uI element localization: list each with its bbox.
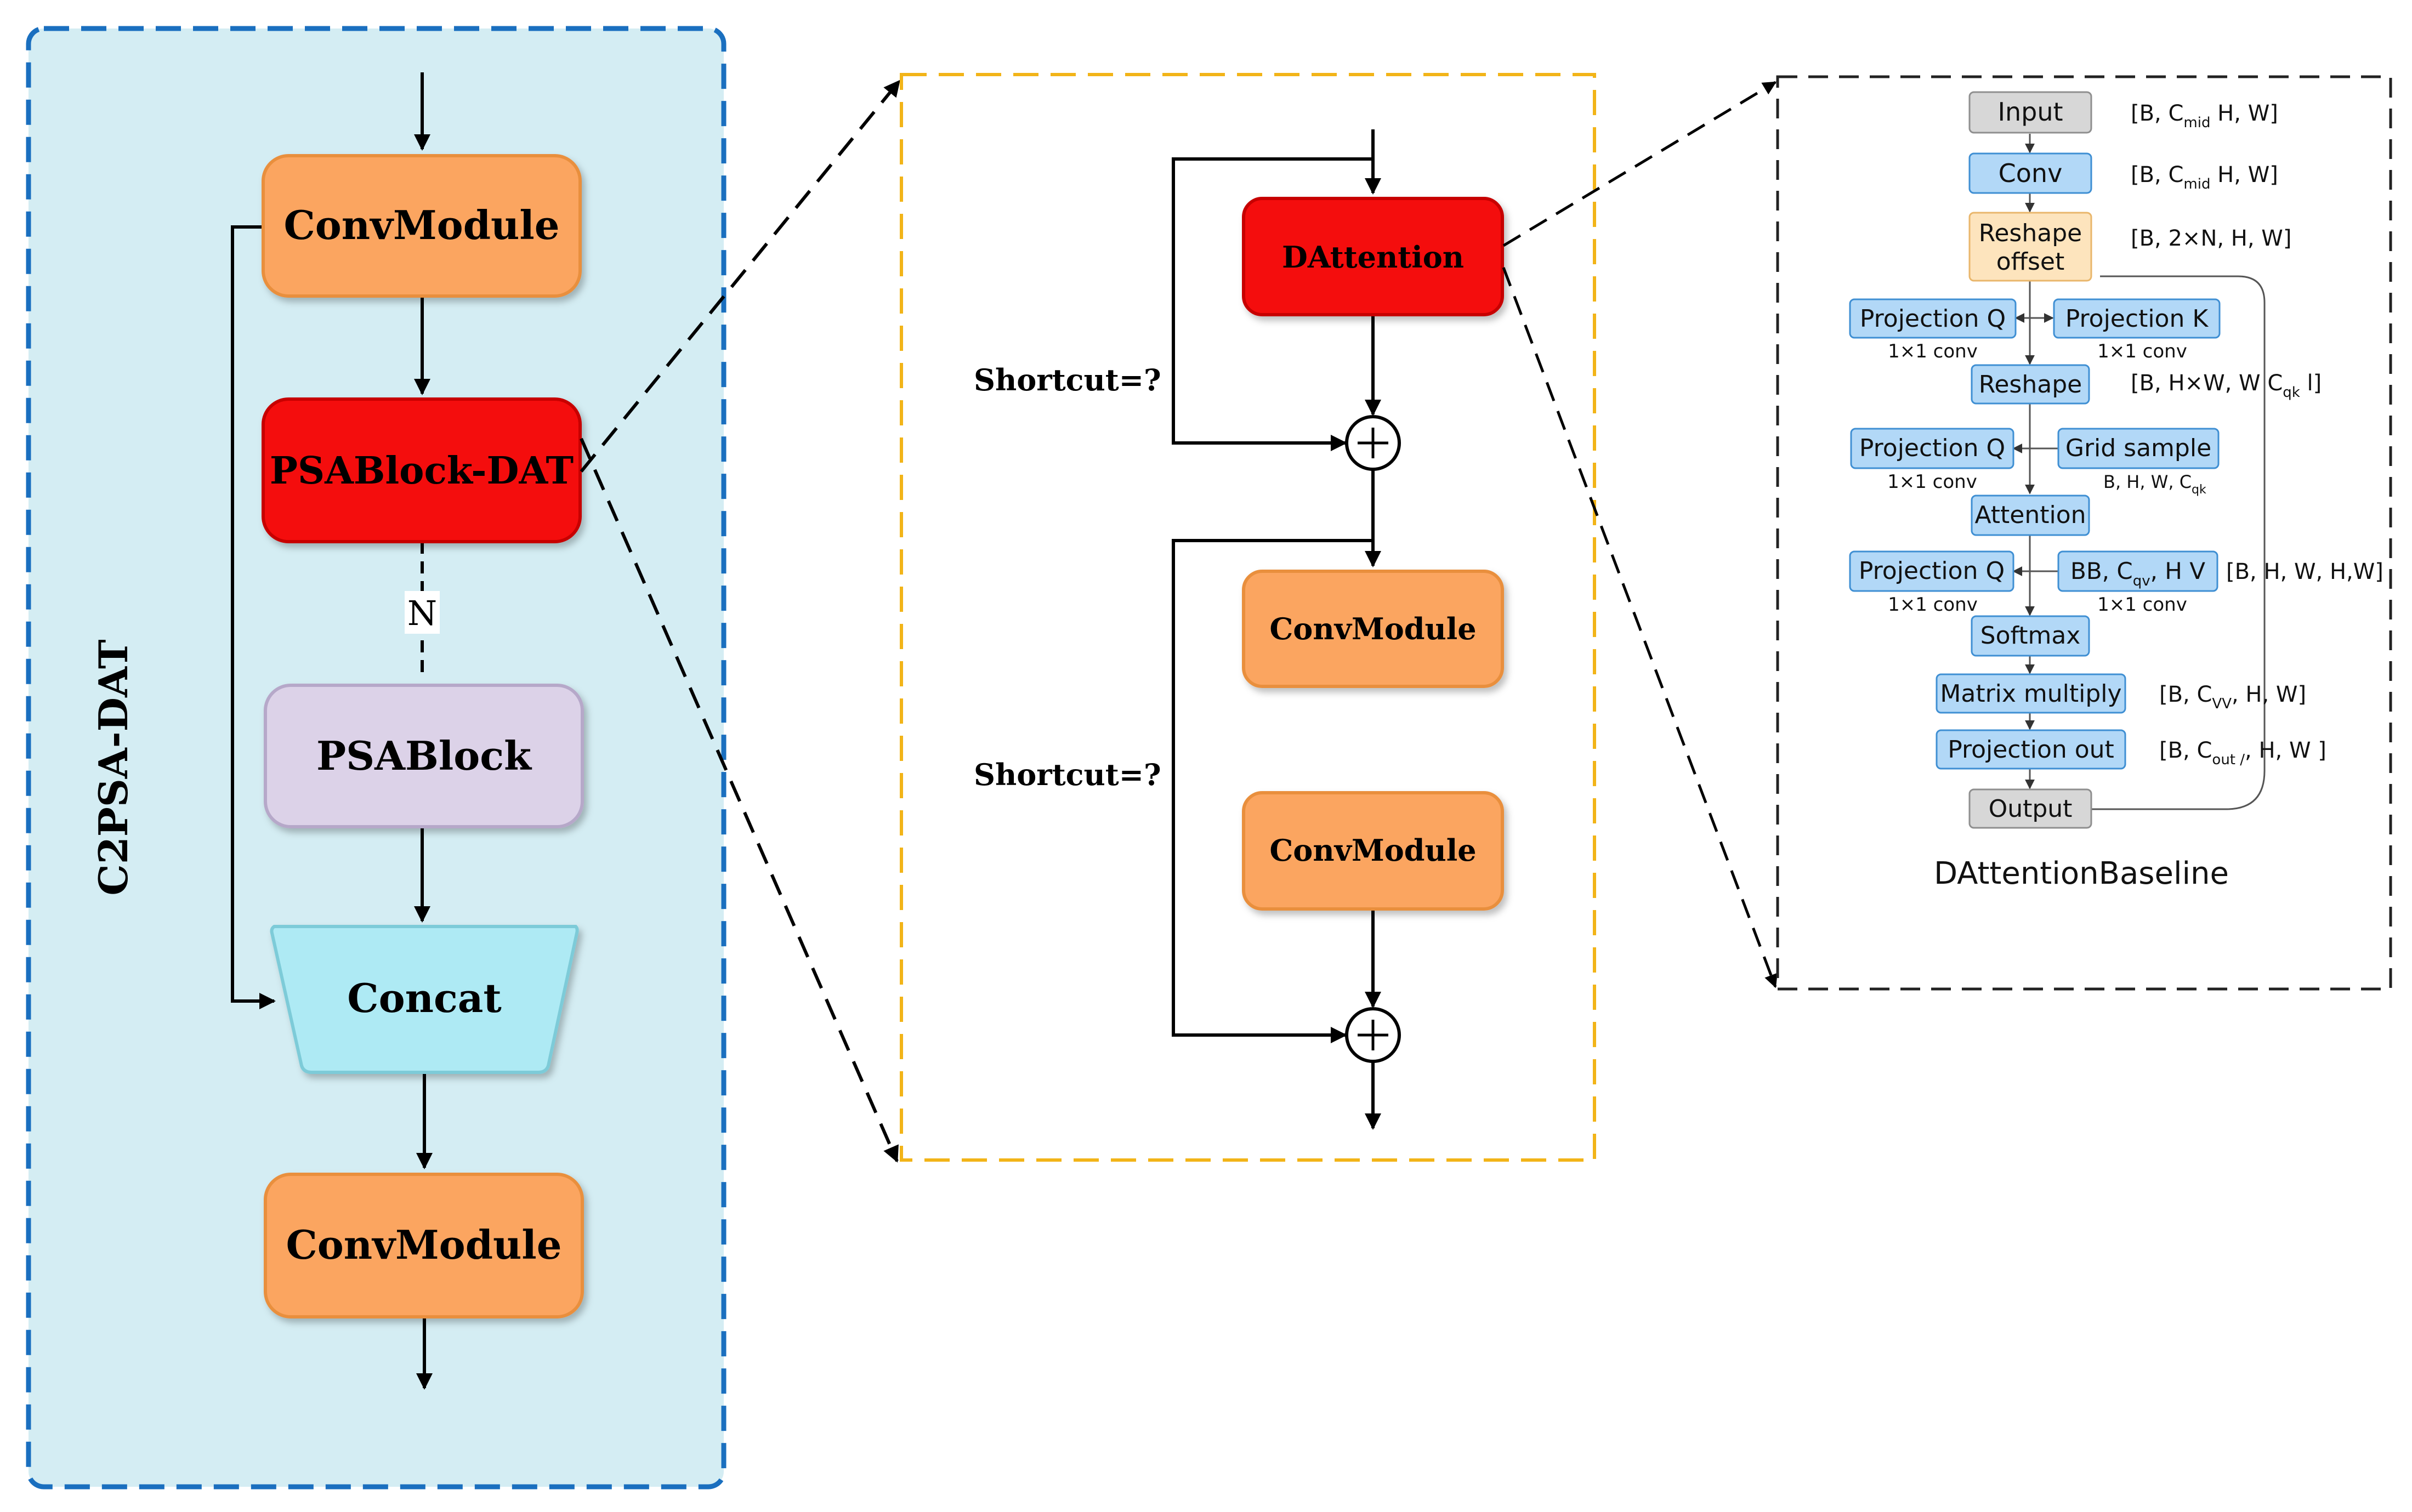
dattention-box	[1242, 197, 1504, 316]
dim-bb: [B, H, W, H,W]	[2226, 559, 2383, 584]
right-caption: DAttentionBaseline	[1934, 856, 2229, 891]
node-input-label: Input	[1997, 97, 2063, 127]
dattention-label: DAttention	[1282, 240, 1464, 275]
shortcut-label-2: Shortcut=?	[974, 757, 1161, 792]
mid-conv-module-2	[1242, 791, 1504, 911]
node-projection-out	[1936, 729, 2126, 770]
dim-input: [B, Cmid H, W]	[2131, 101, 2278, 131]
left-panel: C2PSA-DAT ConvModule PSABlock-DAT N PSAB…	[26, 26, 727, 1490]
node-conv-label: Conv	[1999, 158, 2063, 188]
node-matrix-multiply	[1936, 673, 2126, 714]
node-projection-q-2	[1850, 428, 2014, 469]
dim-conv: [B, Cmid H, W]	[2131, 162, 2278, 192]
node-projection-k-label: Projection K	[2065, 305, 2209, 333]
zoom-line-top	[580, 79, 901, 473]
dim-offset: [B, 2×N, H, W]	[2131, 226, 2291, 251]
conv-module-bottom	[264, 1173, 584, 1318]
psablock-box	[264, 684, 584, 828]
psablock-label: PSABlock	[316, 732, 532, 779]
node-grid-sample	[2057, 428, 2220, 469]
conv-module-top	[262, 154, 582, 298]
dim-projection-out: [B, Cout /, H, W ]	[2159, 738, 2326, 768]
right-panel-frame	[1776, 75, 2392, 991]
node-projection-out-label: Projection out	[1948, 736, 2114, 764]
node-reshape-offset-line2: offset	[1996, 248, 2064, 276]
zoom-line-right-top	[1502, 81, 1777, 247]
node-projection-q-2-label: Projection Q	[1859, 434, 2005, 462]
middle-panel-frame	[900, 73, 1596, 1162]
label-grid-dims: B, H, W, Cqk	[2103, 471, 2206, 497]
node-reshape-label: Reshape	[1979, 371, 2082, 399]
concat-label: Concat	[347, 975, 501, 1021]
node-reshape-offset-line1: Reshape	[1979, 219, 2082, 247]
node-projection-q-3-label: Projection Q	[1859, 557, 2005, 585]
node-softmax	[1971, 615, 2090, 657]
label-conv-1x1-b: 1×1 conv	[2097, 340, 2187, 362]
mid-conv-module-1	[1242, 570, 1504, 688]
psablock-dat-label: PSABlock-DAT	[270, 449, 574, 493]
node-output	[1968, 788, 2092, 829]
mid-conv-module-1-label: ConvModule	[1269, 611, 1476, 646]
right-connectors	[2012, 134, 2266, 810]
node-conv	[1968, 152, 2092, 194]
node-attention	[1971, 494, 2090, 536]
shortcut-label-1: Shortcut=?	[974, 362, 1161, 397]
label-conv-1x1-e: 1×1 conv	[2097, 594, 2187, 616]
node-matrix-multiply-label: Matrix multiply	[1940, 680, 2121, 708]
n-label-bg	[405, 591, 440, 634]
node-bb-hv-label: BB, Cqv, H V	[2070, 558, 2205, 589]
node-projection-q-1	[1849, 298, 2017, 339]
label-conv-1x1-a: 1×1 conv	[1888, 340, 1978, 362]
dim-reshape: [B, H×W, W Cqk l]	[2131, 371, 2322, 401]
node-grid-sample-label: Grid sample	[2065, 434, 2211, 462]
zoom-line-bottom	[580, 437, 899, 1163]
zoom-line-right-bottom	[1502, 267, 1778, 988]
node-projection-q-3	[1849, 550, 2014, 592]
node-bb-hv	[2057, 550, 2218, 592]
skip-2	[1172, 539, 1373, 1043]
skip-1	[1172, 157, 1373, 451]
node-projection-k	[2053, 298, 2221, 339]
node-output-label: Output	[1989, 795, 2073, 823]
node-attention-label: Attention	[1974, 501, 2086, 529]
right-panel: Input [B, Cmid H, W] Conv [B, Cmid H, W]…	[1776, 75, 2392, 991]
node-projection-q-1-label: Projection Q	[1860, 305, 2006, 333]
dim-matrix-multiply: [B, CVV, H, W]	[2159, 682, 2306, 712]
mid-conv-module-2-label: ConvModule	[1269, 833, 1476, 868]
label-conv-1x1-c: 1×1 conv	[1887, 471, 1977, 493]
node-softmax-label: Softmax	[1980, 622, 2081, 650]
concat-box	[270, 925, 579, 1074]
node-input	[1968, 91, 2092, 134]
node-reshape-offset	[1968, 212, 2092, 282]
middle-panel: DAttention Shortcut=? ConvModule Shortcu…	[900, 73, 1596, 1162]
bypass-arrow	[231, 225, 276, 1009]
conv-module-top-label: ConvModule	[283, 202, 559, 248]
node-reshape	[1971, 364, 2090, 405]
conv-module-bottom-label: ConvModule	[286, 1221, 561, 1268]
label-conv-1x1-d: 1×1 conv	[1888, 594, 1978, 616]
side-title: C2PSA-DAT	[90, 639, 137, 895]
n-label: N	[407, 593, 437, 633]
